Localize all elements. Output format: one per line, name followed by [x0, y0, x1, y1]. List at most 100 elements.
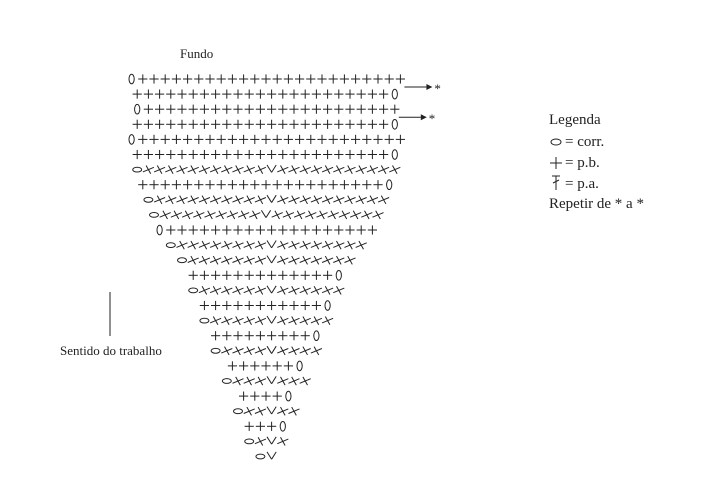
single-crochet-stitch [212, 316, 219, 325]
single-crochet-stitch [380, 165, 387, 174]
single-crochet-stitch [313, 255, 320, 265]
single-crochet-stitch [280, 376, 286, 386]
legend-repeat-note: Repetir de * a * [549, 196, 644, 212]
chain-stitch [313, 330, 320, 342]
single-crochet-stitch [291, 240, 297, 250]
single-crochet-stitch [313, 165, 320, 174]
direction-label: Sentido do trabalho [60, 343, 162, 358]
chain-stitch [128, 73, 135, 85]
chain-stitch [165, 242, 176, 249]
decrease-stitch [260, 210, 267, 218]
single-crochet-stitch [291, 316, 297, 325]
single-crochet-stitch [252, 210, 258, 220]
single-crochet-stitch [196, 210, 202, 220]
decrease-stitch [266, 255, 273, 264]
single-crochet-stitch [291, 165, 297, 174]
single-crochet-stitch [280, 240, 286, 250]
decrease-stitch [271, 194, 277, 203]
single-crochet-stitch [347, 240, 353, 250]
chain-stitch [143, 196, 154, 203]
single-crochet-stitch [280, 316, 286, 325]
decrease-stitch [266, 345, 273, 354]
single-crochet-stitch [212, 240, 219, 250]
single-crochet-stitch [246, 406, 252, 416]
single-crochet-stitch [280, 346, 286, 356]
decrease-stitch [271, 285, 277, 294]
decrease-stitch [271, 345, 277, 354]
decrease-stitch [271, 240, 277, 249]
single-crochet-stitch [257, 240, 264, 250]
single-crochet-stitch [291, 346, 297, 356]
single-crochet-stitch [257, 316, 264, 325]
single-crochet-stitch [347, 195, 353, 205]
legend-title: Legenda [549, 112, 601, 128]
single-crochet-stitch [229, 210, 236, 220]
single-crochet-stitch [324, 255, 331, 265]
single-crochet-stitch [257, 195, 264, 205]
single-crochet-stitch [336, 240, 342, 250]
chain-stitch [188, 287, 199, 294]
single-crochet-stitch [207, 210, 213, 220]
single-crochet-stitch [336, 286, 342, 295]
single-crochet-stitch [201, 165, 208, 174]
single-crochet-stitch [246, 316, 252, 325]
decrease-stitch [266, 406, 273, 415]
single-crochet-stitch [336, 255, 342, 265]
single-crochet-stitch [392, 165, 398, 174]
single-crochet-stitch [296, 210, 303, 220]
chain-icon [550, 138, 562, 146]
single-crochet-stitch [240, 210, 247, 220]
repeat-arrow-head [426, 84, 433, 90]
single-crochet-stitch [347, 255, 353, 265]
decrease-stitch [271, 315, 277, 324]
single-crochet-stitch [324, 165, 331, 174]
decrease-stitch [271, 255, 277, 264]
single-crochet-stitch [302, 240, 308, 250]
single-crochet-stitch [246, 255, 252, 265]
single-crochet-stitch [235, 165, 241, 174]
marker-layer: ** [398, 81, 441, 126]
single-crochet-stitch [280, 406, 286, 416]
legend-label-single-crochet: = p.b. [565, 155, 600, 171]
repeat-marker: * [434, 81, 441, 96]
legend-item-chain: = corr. [549, 131, 644, 152]
single-crochet-stitch [224, 165, 230, 174]
decrease-stitch [271, 376, 277, 385]
chain-stitch [391, 149, 398, 160]
single-crochet-stitch [257, 346, 264, 356]
single-crochet-stitch [330, 210, 336, 220]
single-crochet-stitch [201, 195, 208, 205]
single-crochet-stitch [341, 210, 348, 220]
chain-stitch [391, 119, 398, 130]
single-crochet-stitch [201, 255, 208, 265]
decrease-stitch [266, 315, 273, 324]
single-crochet-stitch [168, 195, 174, 205]
single-crochet-stitch [324, 316, 331, 325]
single-crochet-stitch [246, 376, 252, 386]
decrease-stitch [266, 436, 273, 445]
single-crochet-stitch [313, 286, 320, 295]
single-crochet-stitch [358, 195, 364, 205]
chain-stitch [132, 166, 143, 173]
single-crochet-stitch [369, 165, 376, 174]
single-crochet-stitch [168, 165, 174, 174]
decrease-stitch [266, 164, 273, 173]
chain-stitch [199, 317, 210, 324]
single-crochet-stitch [302, 316, 308, 325]
single-crochet-stitch [257, 406, 264, 416]
chain-stitch [386, 179, 393, 190]
single-crochet-stitch [246, 165, 252, 174]
single-crochet-stitch [235, 376, 241, 386]
single-crochet-stitch [224, 255, 230, 265]
single-crochet-stitch [246, 240, 252, 250]
single-crochet-stitch [358, 240, 364, 250]
single-crochet-stitch [179, 165, 185, 174]
single-crochet-stitch [280, 165, 286, 174]
chain-stitch [128, 134, 135, 145]
chain-stitch [156, 224, 163, 236]
single-crochet-stitch [224, 286, 230, 295]
single-crochet-stitch [302, 376, 308, 386]
single-crochet-stitch [246, 286, 252, 295]
